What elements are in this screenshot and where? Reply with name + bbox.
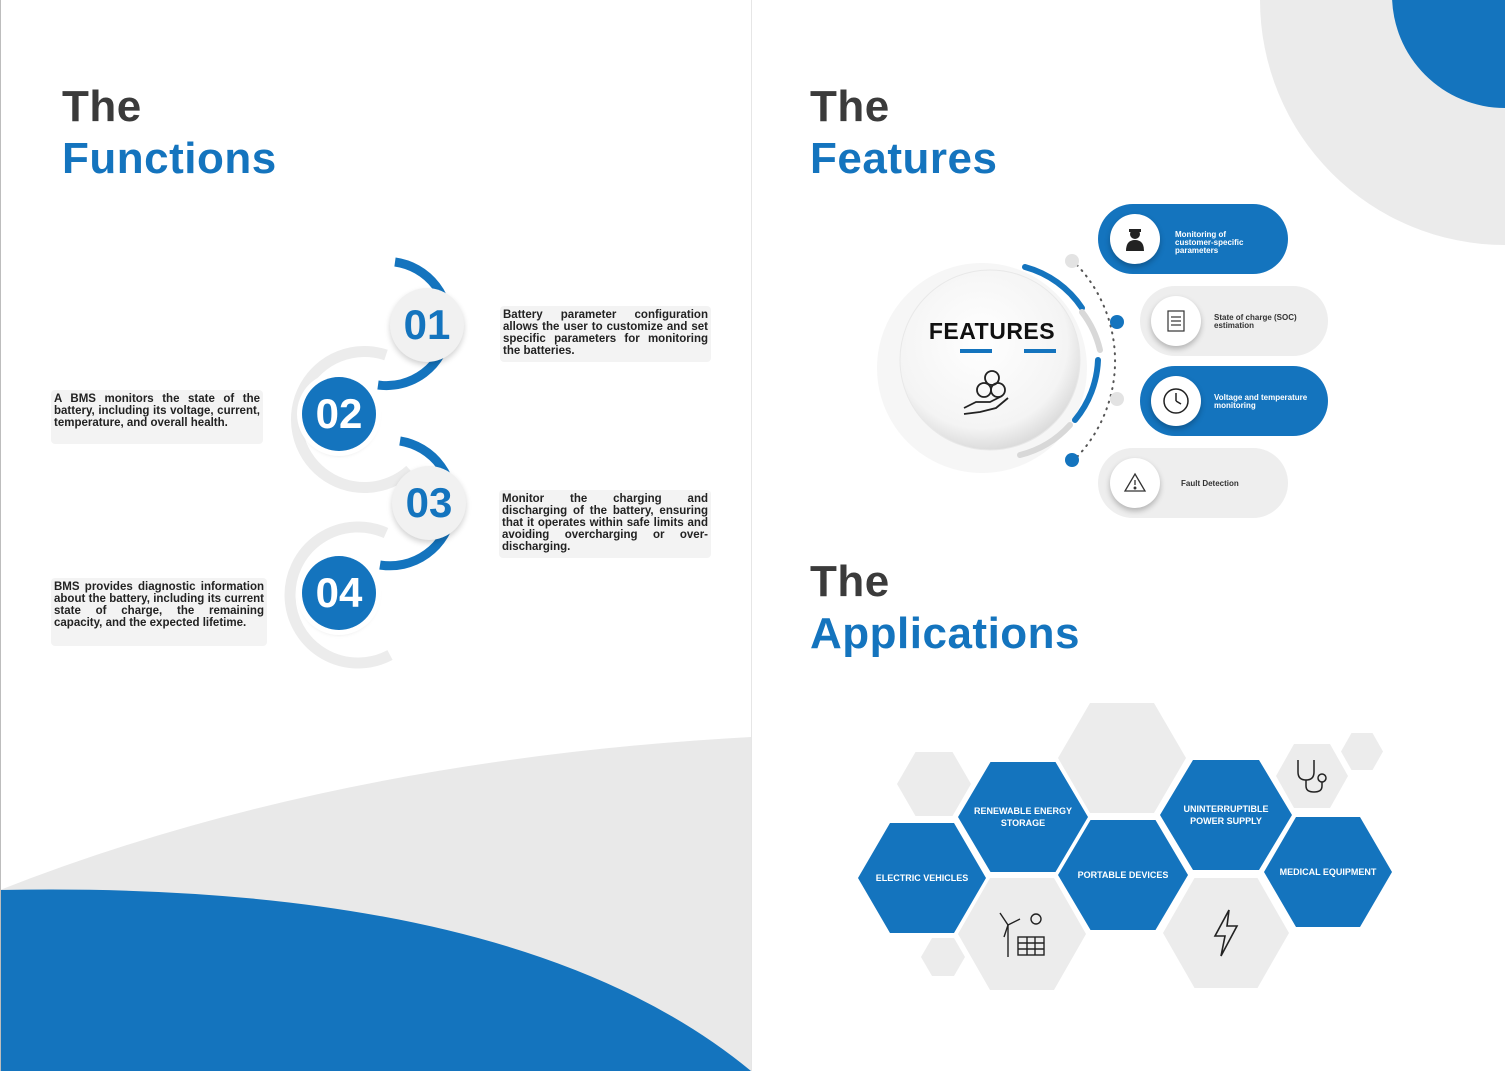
hex-medical-equipment-label: MEDICAL EQUIPMENT bbox=[1279, 867, 1377, 877]
feature-label-3: Voltage and temperature monitoring bbox=[1214, 394, 1307, 410]
node-dot-3 bbox=[1110, 392, 1124, 406]
function-text-01: Battery parameter configuration allows t… bbox=[500, 306, 711, 362]
stethoscope-icon bbox=[1297, 760, 1327, 793]
hex-renewable-line1: RENEWABLE ENERGY bbox=[973, 806, 1072, 816]
user-worker-icon bbox=[1110, 214, 1160, 264]
node-dot-4 bbox=[1065, 453, 1079, 467]
feature-dotted-arc bbox=[1071, 259, 1116, 463]
hex-renewable-line2: STORAGE bbox=[1000, 818, 1046, 828]
function-text-02-body: A BMS monitors the state of the battery,… bbox=[54, 393, 260, 429]
features-center-title: FEATURES bbox=[928, 318, 1056, 344]
clock-gauge-icon bbox=[1151, 376, 1201, 426]
functions-heading-the: The bbox=[62, 82, 142, 131]
hex-ups-label: UNINTERRUPTIBLE POWER SUPPLY bbox=[1170, 803, 1283, 827]
features-underline-right bbox=[1024, 349, 1056, 353]
feature-label-1: Monitoring of customer-specific paramete… bbox=[1175, 231, 1243, 255]
function-text-01-body: Battery parameter configuration allows t… bbox=[503, 309, 708, 357]
function-text-04: BMS provides diagnostic information abou… bbox=[51, 578, 267, 646]
function-number-02: 02 bbox=[302, 377, 376, 451]
function-text-04-body: BMS provides diagnostic information abou… bbox=[54, 581, 264, 629]
applications-heading-the: The bbox=[810, 557, 890, 606]
function-text-03: Monitor the charging and discharging of … bbox=[499, 490, 711, 558]
features-center-circle bbox=[899, 269, 1081, 451]
functions-heading: The Functions bbox=[62, 85, 277, 181]
feature-arc-grey-1 bbox=[1079, 309, 1103, 353]
hex-medical-equipment: MEDICAL EQUIPMENT bbox=[1264, 817, 1392, 927]
features-underline-left bbox=[960, 349, 992, 353]
page-fold bbox=[751, 0, 752, 1071]
function-number-03: 03 bbox=[392, 466, 466, 540]
feature-label-1-line2: customer-specific bbox=[1175, 238, 1244, 247]
hex-grey-top bbox=[1058, 703, 1186, 813]
applications-heading-main: Applications bbox=[810, 609, 1081, 658]
feature-label-2-line2: estimation bbox=[1214, 321, 1255, 330]
functions-rings bbox=[284, 257, 458, 669]
lightning-bolt-icon bbox=[1213, 909, 1239, 957]
feature-label-1-line1: Monitoring of bbox=[1175, 230, 1227, 239]
applications-heading: The Applications bbox=[810, 560, 1080, 656]
functions-heading-main: Functions bbox=[62, 134, 277, 183]
function-text-02: A BMS monitors the state of the battery,… bbox=[51, 390, 263, 444]
function-number-01: 01 bbox=[390, 288, 464, 362]
ring-02 bbox=[290, 346, 414, 493]
hex-renewable-energy-label: RENEWABLE ENERGY STORAGE bbox=[960, 805, 1086, 829]
features-heading: The Features bbox=[810, 85, 997, 181]
feature-label-3-line1: Voltage and temperature bbox=[1214, 393, 1308, 402]
features-heading-main: Features bbox=[810, 134, 998, 183]
feature-label-2: State of charge (SOC) estimation bbox=[1214, 314, 1297, 330]
features-ring-graphics bbox=[877, 254, 1124, 473]
feature-label-1-line3: parameters bbox=[1175, 246, 1219, 255]
hex-portable-devices-label: PORTABLE DEVICES bbox=[1077, 870, 1169, 880]
function-number-04: 04 bbox=[302, 556, 376, 630]
hex-ups-line2: POWER SUPPLY bbox=[1190, 816, 1262, 826]
function-text-03-body: Monitor the charging and discharging of … bbox=[502, 493, 708, 553]
feature-arc-top bbox=[1022, 264, 1085, 311]
hex-ups-line1: UNINTERRUPTIBLE bbox=[1183, 804, 1269, 814]
node-dot-1 bbox=[1065, 254, 1079, 268]
feature-arc-grey-2 bbox=[1017, 422, 1073, 458]
hand-stars-icon bbox=[963, 370, 1009, 415]
feature-label-4: Fault Detection bbox=[1181, 480, 1239, 488]
ring-04 bbox=[284, 521, 393, 669]
feature-arc-mid bbox=[1072, 357, 1101, 423]
hex-grey-medical-icon bbox=[1276, 744, 1348, 808]
top-right-blue-arc bbox=[1392, 0, 1505, 108]
features-heading-the: The bbox=[810, 82, 890, 131]
hex-electric-vehicles-label: ELECTRIC VEHICLES bbox=[875, 873, 969, 883]
page-left-edge bbox=[0, 0, 1, 1071]
feature-label-2-line1: State of charge (SOC) bbox=[1214, 313, 1297, 322]
wind-solar-icon bbox=[999, 912, 1045, 957]
hex-grey-tiny-right bbox=[1341, 733, 1383, 770]
feature-label-4-line1: Fault Detection bbox=[1181, 479, 1239, 488]
node-dot-2 bbox=[1110, 315, 1124, 329]
bottom-blue-wave bbox=[0, 889, 751, 1071]
feature-label-3-line2: monitoring bbox=[1214, 401, 1256, 410]
warning-icon bbox=[1110, 458, 1160, 508]
document-chart-icon bbox=[1151, 296, 1201, 346]
